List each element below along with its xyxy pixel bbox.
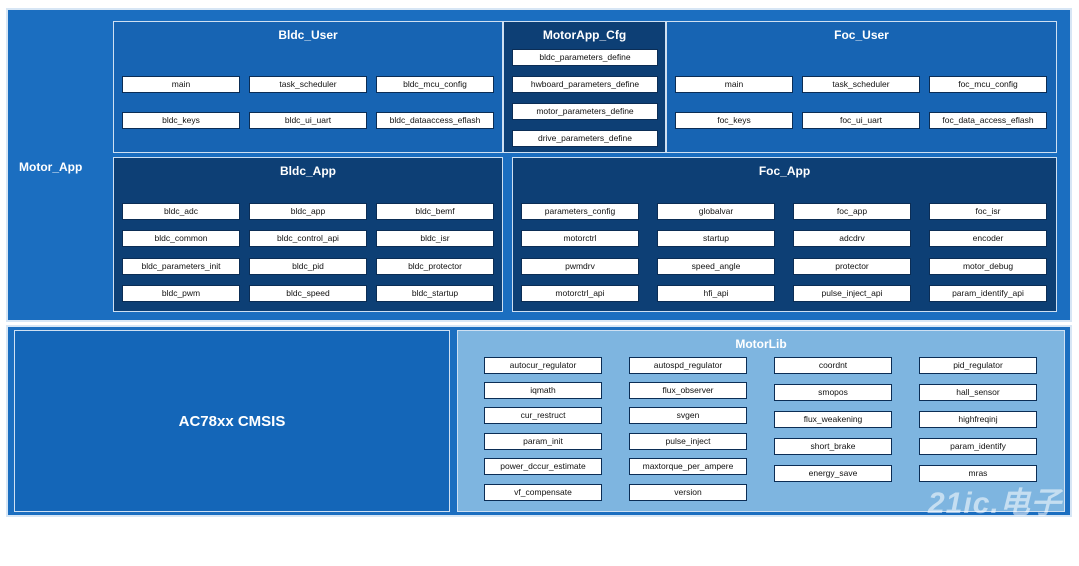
foc-user-module-box: foc_data_access_eflash	[929, 112, 1047, 129]
bldc-user-title: Bldc_User	[278, 28, 338, 42]
foc-app-module-box: motor_debug	[929, 258, 1047, 275]
bldc-app-module-box: bldc_pwm	[122, 285, 240, 302]
foc-user-module-box: main	[675, 76, 793, 93]
cfg-module-box: bldc_parameters_define	[512, 49, 658, 66]
motorlib-module-box: vf_compensate	[484, 484, 602, 501]
cmsis-label: AC78xx CMSIS	[178, 413, 286, 430]
foc-app-module-box: parameters_config	[521, 203, 639, 220]
foc-app-module-box: param_identify_api	[929, 285, 1047, 302]
bldc-app-module-box: bldc_common	[122, 230, 240, 247]
bldc-app-module-box: bldc_startup	[376, 285, 494, 302]
watermark-logo: 21ic.电子网	[928, 487, 1062, 564]
motorlib-module-box: energy_save	[774, 465, 892, 482]
motorlib-module-box: cur_restruct	[484, 407, 602, 424]
bldc-user-module-box: bldc_mcu_config	[376, 76, 494, 93]
bldc-app-title: Bldc_App	[279, 164, 336, 178]
motorapp-cfg-title: MotorApp_Cfg	[542, 28, 627, 42]
motorlib-title: MotorLib	[735, 337, 787, 351]
motorlib-module-box: smopos	[774, 384, 892, 401]
bldc-app-module-box: bldc_parameters_init	[122, 258, 240, 275]
motorlib-module-box: autocur_regulator	[484, 357, 602, 374]
foc-app-module-box: globalvar	[657, 203, 775, 220]
motorlib-module-box: param_init	[484, 433, 602, 450]
cfg-module-box: hwboard_parameters_define	[512, 76, 658, 93]
cfg-module-box: motor_parameters_define	[512, 103, 658, 120]
bldc-user-module-box: task_scheduler	[249, 76, 367, 93]
motorlib-module-box: mras	[919, 465, 1037, 482]
cfg-module-box: drive_parameters_define	[512, 130, 658, 147]
foc-app-module-box: startup	[657, 230, 775, 247]
bldc-app-module-box: bldc_protector	[376, 258, 494, 275]
motorlib-module-box: iqmath	[484, 382, 602, 399]
foc-app-module-box: adcdrv	[793, 230, 911, 247]
foc-user-module-box: task_scheduler	[802, 76, 920, 93]
motorlib-module-box: version	[629, 484, 747, 501]
foc-app-module-box: foc_isr	[929, 203, 1047, 220]
bldc-app-module-box: bldc_app	[249, 203, 367, 220]
foc-app-module-box: motorctrl_api	[521, 285, 639, 302]
motorlib-module-box: param_identify	[919, 438, 1037, 455]
motorlib-module-box: svgen	[629, 407, 747, 424]
foc-app-module-box: pulse_inject_api	[793, 285, 911, 302]
bldc-app-module-box: bldc_bemf	[376, 203, 494, 220]
foc-app-module-box: pwmdrv	[521, 258, 639, 275]
motorlib-module-box: maxtorque_per_ampere	[629, 458, 747, 475]
motorlib-module-box: hall_sensor	[919, 384, 1037, 401]
foc-user-title: Foc_User	[834, 28, 889, 42]
bldc-user-module-box: bldc_ui_uart	[249, 112, 367, 129]
bldc-user-module-box: bldc_keys	[122, 112, 240, 129]
foc-app-module-box: protector	[793, 258, 911, 275]
foc-app-module-box: encoder	[929, 230, 1047, 247]
foc-app-module-box: speed_angle	[657, 258, 775, 275]
motorlib-module-box: highfreqinj	[919, 411, 1037, 428]
foc-app-module-box: foc_app	[793, 203, 911, 220]
motorlib-module-box: pulse_inject	[629, 433, 747, 450]
bldc-app-module-box: bldc_isr	[376, 230, 494, 247]
motorlib-module-box: pid_regulator	[919, 357, 1037, 374]
foc-app-module-box: motorctrl	[521, 230, 639, 247]
bldc-user-module-box: bldc_dataaccess_eflash	[376, 112, 494, 129]
motorlib-module-box: autospd_regulator	[629, 357, 747, 374]
motorlib-module-box: flux_observer	[629, 382, 747, 399]
cmsis-panel: AC78xx CMSIS	[14, 330, 450, 512]
bldc-app-module-box: bldc_adc	[122, 203, 240, 220]
bldc-app-module-box: bldc_control_api	[249, 230, 367, 247]
foc-user-module-box: foc_mcu_config	[929, 76, 1047, 93]
motorlib-module-box: short_brake	[774, 438, 892, 455]
bldc-app-module-box: bldc_speed	[249, 285, 367, 302]
motorlib-module-box: power_dccur_estimate	[484, 458, 602, 475]
bldc-app-module-box: bldc_pid	[249, 258, 367, 275]
foc-app-module-box: hfi_api	[657, 285, 775, 302]
motorlib-module-box: coordnt	[774, 357, 892, 374]
foc-app-title: Foc_App	[758, 164, 811, 178]
foc-user-module-box: foc_keys	[675, 112, 793, 129]
motor-app-label: Motor_App	[19, 160, 83, 174]
motorlib-module-box: flux_weakening	[774, 411, 892, 428]
foc-user-module-box: foc_ui_uart	[802, 112, 920, 129]
bldc-user-module-box: main	[122, 76, 240, 93]
